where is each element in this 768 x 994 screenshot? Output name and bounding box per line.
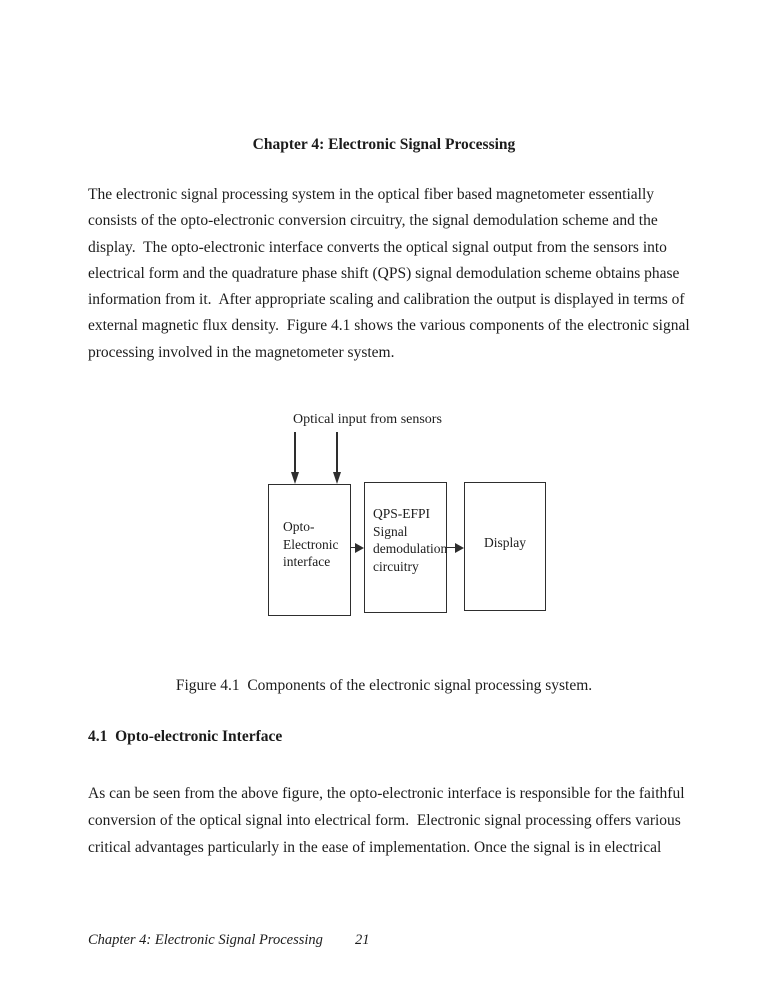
down-arrow-icon bbox=[290, 432, 300, 484]
text-line: QPS-EFPI bbox=[373, 506, 431, 521]
diagram-box-label: Opto- Electronic interface bbox=[269, 485, 350, 571]
text-line: Opto- bbox=[283, 519, 315, 534]
down-arrow-stem bbox=[336, 432, 338, 474]
text-line: As can be seen from the above figure, th… bbox=[88, 785, 685, 802]
footer-running-title: Chapter 4: Electronic Signal Processing bbox=[88, 932, 323, 948]
right-arrow-head bbox=[455, 542, 464, 553]
text-line: Signal bbox=[373, 523, 408, 539]
text-line: Display bbox=[484, 535, 526, 550]
down-arrow-icon bbox=[332, 432, 342, 484]
diagram-box-qps-efpi-demodulation: QPS-EFPI Signal demodulation circuitry bbox=[364, 482, 447, 613]
text-line: consists of the opto-electronic conversi… bbox=[88, 212, 658, 230]
text-line: critical advantages particularly in the … bbox=[88, 839, 662, 857]
text-line: processing involved in the magnetometer … bbox=[88, 343, 395, 361]
diagram-box-display: Display bbox=[464, 482, 546, 611]
right-arrow-icon bbox=[446, 542, 464, 553]
right-arrow-head bbox=[355, 542, 364, 553]
down-arrow-head bbox=[332, 472, 341, 484]
intro-paragraph: The electronic signal processing system … bbox=[88, 182, 690, 366]
body-paragraph: As can be seen from the above figure, th… bbox=[88, 780, 685, 862]
diagram-box-opto-electronic-interface: Opto- Electronic interface bbox=[268, 484, 351, 616]
text-line: external magnetic flux density. Figure 4… bbox=[88, 317, 690, 335]
text-line: conversion of the optical signal into el… bbox=[88, 812, 681, 830]
right-arrow-icon bbox=[351, 542, 364, 553]
diagram-input-label: Optical input from sensors bbox=[293, 412, 442, 427]
text-line: circuitry bbox=[373, 558, 419, 574]
text-line: electrical form and the quadrature phase… bbox=[88, 264, 680, 282]
figure-caption: Figure 4.1 Components of the electronic … bbox=[175, 677, 593, 694]
section-heading: 4.1 Opto-electronic Interface bbox=[88, 728, 283, 745]
right-arrow-stem bbox=[351, 546, 357, 549]
page-title: Chapter 4: Electronic Signal Processing bbox=[252, 136, 516, 153]
text-line: display. The opto-electronic interface c… bbox=[88, 238, 667, 256]
text-line: Electronic bbox=[283, 536, 339, 552]
footer-page-number: 21 bbox=[355, 932, 370, 948]
down-arrow-stem bbox=[294, 432, 296, 474]
text-line: interface bbox=[283, 554, 331, 569]
right-arrow-stem bbox=[446, 546, 456, 549]
diagram-box-label: QPS-EFPI Signal demodulation circuitry bbox=[365, 483, 448, 575]
text-line: demodulation bbox=[373, 541, 448, 556]
diagram-box-label: Display bbox=[465, 483, 545, 552]
down-arrow-head bbox=[290, 472, 299, 484]
text-line: information from it. After appropriate s… bbox=[88, 291, 685, 309]
text-line: The electronic signal processing system … bbox=[88, 186, 654, 203]
